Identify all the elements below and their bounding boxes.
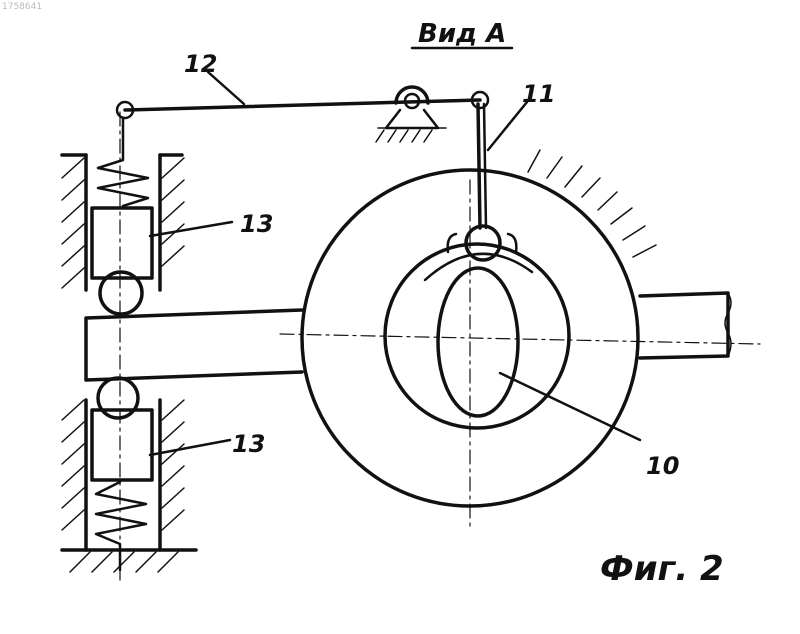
view-label: Вид А <box>418 19 506 49</box>
upper-spring <box>98 118 148 206</box>
figure-caption: Фиг. 2 <box>600 549 724 589</box>
horizontal-centerline <box>280 334 760 344</box>
label-12: 12 <box>184 50 217 78</box>
lower-housing <box>62 378 196 572</box>
label-13-lower: 13 <box>232 430 265 458</box>
disk-hatching <box>528 150 656 257</box>
upper-housing <box>62 118 184 314</box>
lower-spring <box>96 482 146 570</box>
label-10: 10 <box>646 452 679 480</box>
shaft-right <box>640 293 731 358</box>
lower-block <box>92 410 152 480</box>
leaders <box>150 72 640 455</box>
corner-mark: 1758641 <box>2 2 42 12</box>
upper-block <box>92 208 152 278</box>
cam-ellipse <box>438 268 518 416</box>
beam <box>86 310 302 380</box>
disk-inner-circle <box>385 244 569 428</box>
label-11: 11 <box>522 80 555 108</box>
label-13-upper: 13 <box>240 210 273 238</box>
rod-11 <box>478 104 480 228</box>
lower-roller <box>98 378 138 418</box>
fixed-pivot-support <box>376 87 446 142</box>
view-title: Вид А <box>412 19 512 49</box>
